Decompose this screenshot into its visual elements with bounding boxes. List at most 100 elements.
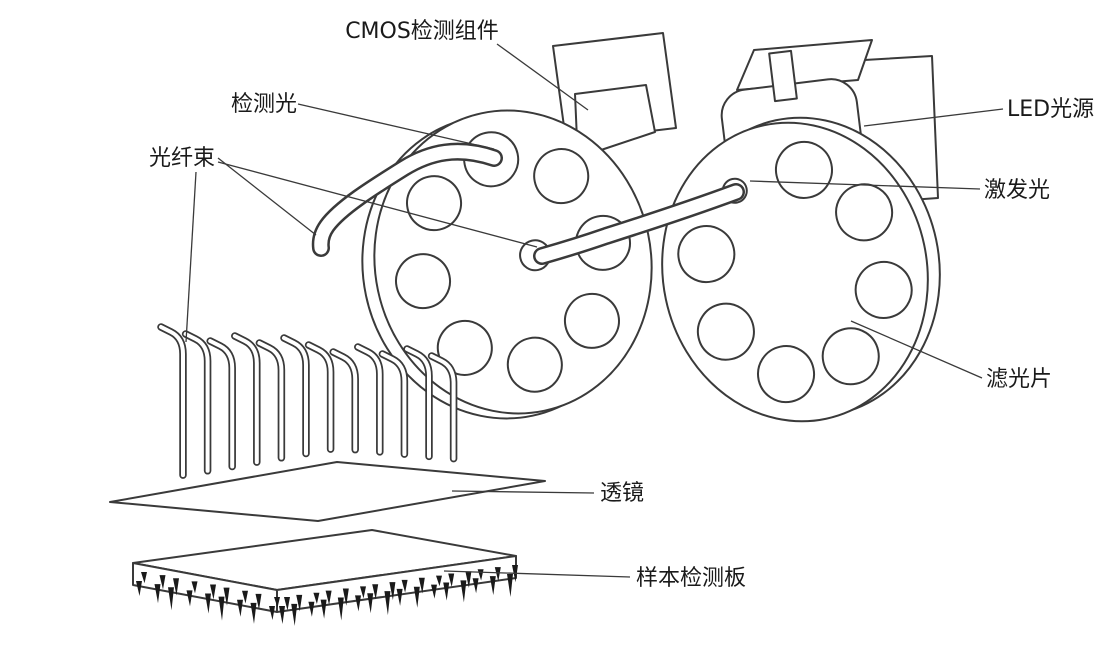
board-pin (448, 573, 455, 588)
board-pin (136, 581, 142, 596)
optical-fiber (355, 345, 382, 454)
optical-fiber (159, 325, 185, 478)
board-pin (325, 590, 332, 605)
led-source-leader-line (863, 108, 1004, 127)
fiber-arm-excitation (533, 183, 745, 265)
label-lens: 透镜 (600, 481, 644, 506)
filter-hole (506, 336, 563, 393)
fiber-arm-detection (311, 142, 503, 257)
labels: CMOS检测组件 检测光 光纤束 LED光源 激发光 滤光片 透镜 样本检测板 (149, 19, 1094, 591)
fiber-bundle-leader-line-3 (185, 171, 197, 343)
optical-fiber (206, 337, 236, 471)
board-pin (296, 594, 303, 612)
board-pin (472, 578, 479, 594)
filter-hole (821, 327, 880, 386)
board-pin (269, 606, 275, 620)
board-pin (337, 597, 344, 621)
board-pin (372, 584, 379, 600)
board-pin (436, 575, 442, 587)
filter-hole (533, 148, 590, 205)
board-pin (191, 581, 198, 594)
board-pin (186, 590, 193, 607)
excitation-light-leader-line (749, 180, 981, 190)
board-pin (494, 567, 501, 582)
lens-plate (109, 461, 546, 522)
filter-hole (757, 345, 816, 404)
board-pin (242, 590, 248, 604)
board-pin (168, 587, 174, 611)
optical-fiber (380, 352, 407, 457)
board-pin (384, 591, 391, 616)
filter-wheel-left (361, 109, 653, 420)
board-pin (360, 586, 366, 599)
optical-fiber (282, 336, 308, 456)
board-pin (154, 584, 161, 604)
detection-fiber-tube (314, 145, 501, 255)
optical-fiber (257, 341, 284, 460)
board-pin (320, 599, 327, 619)
board-pin (205, 593, 211, 614)
board-pin (401, 579, 408, 593)
fiber-bundle-leader-line-2 (217, 161, 538, 248)
excitation-fiber-tube (535, 185, 743, 263)
filter-hole (854, 260, 913, 319)
board-pin (389, 582, 396, 601)
board-pin (465, 571, 472, 588)
board-pin (284, 597, 290, 611)
board-pin (250, 602, 257, 624)
filter-hole (395, 253, 452, 310)
board-pin (308, 601, 315, 617)
board-pin (507, 574, 513, 597)
board-pin (342, 588, 349, 606)
optical-fiber (429, 354, 456, 461)
optical-fiber (181, 330, 212, 475)
label-fiber-bundle: 光纤束 (149, 146, 215, 171)
optical-fiber (232, 334, 259, 465)
board-pin (255, 593, 262, 610)
board-pin (173, 578, 179, 596)
label-led-source: LED光源 (1007, 97, 1094, 122)
lens-leader-line (451, 490, 595, 494)
label-detection-light: 检测光 (231, 92, 297, 117)
optical-fiber (306, 343, 333, 452)
filter-hole (563, 292, 620, 349)
fiber-bundle-leader-line-1 (217, 157, 317, 236)
board-pin (218, 596, 225, 621)
board-pin (279, 606, 285, 624)
board-pin (460, 580, 467, 603)
board-pin (237, 599, 243, 617)
label-sample-board: 样本检测板 (636, 566, 746, 591)
board-pin (443, 582, 450, 601)
board-pin (431, 584, 437, 599)
optical-fiber (405, 347, 431, 459)
optical-fiber (157, 323, 187, 479)
board-pin (313, 592, 320, 604)
board-pin (274, 597, 280, 608)
board-pin (223, 587, 230, 606)
led-housing-notch (768, 49, 798, 103)
optical-fiber (208, 339, 235, 469)
board-pin (396, 588, 403, 606)
detection-light-leader-line (297, 103, 495, 150)
label-filter: 滤光片 (986, 367, 1052, 392)
fiber-bundle (157, 323, 458, 479)
leader-lines (185, 43, 1004, 578)
label-cmos: CMOS检测组件 (345, 19, 499, 44)
board-pin (413, 586, 420, 608)
board-pin (418, 577, 425, 594)
board-pin (141, 572, 147, 584)
optical-fiber (231, 332, 261, 466)
filter-hole (677, 225, 736, 284)
optical-fiber (183, 332, 210, 473)
board-pin (159, 575, 166, 590)
optical-fiber (331, 350, 358, 452)
board-pin (489, 576, 496, 596)
filter-hole (436, 319, 493, 376)
sample-board-pins (136, 565, 518, 626)
filter-leader-line (850, 320, 983, 379)
board-pin (291, 603, 298, 626)
filter-hole (696, 302, 755, 361)
label-excitation-light: 激发光 (984, 178, 1050, 203)
